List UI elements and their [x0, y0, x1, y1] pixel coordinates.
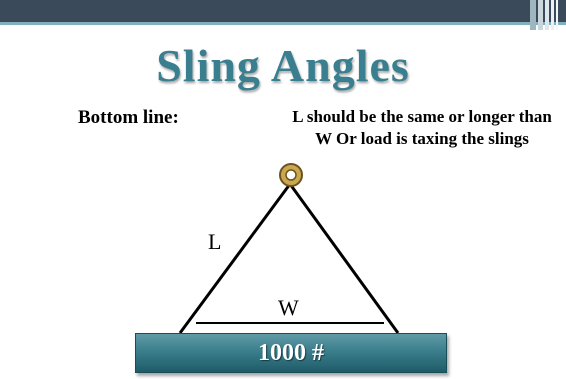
header-bar [0, 0, 566, 30]
width-label: W [278, 295, 299, 320]
left-sling-leg [178, 183, 292, 334]
rule-note: L should be the same or longer than W Or… [292, 107, 552, 148]
slide-title: Sling Angles [156, 40, 410, 91]
sling-length-label: L [208, 229, 222, 254]
shackle-ring-icon [279, 163, 303, 187]
bottom-line-label: Bottom line: [78, 107, 179, 128]
right-sling-leg [288, 183, 400, 334]
load-block: 1000 # [135, 333, 447, 373]
